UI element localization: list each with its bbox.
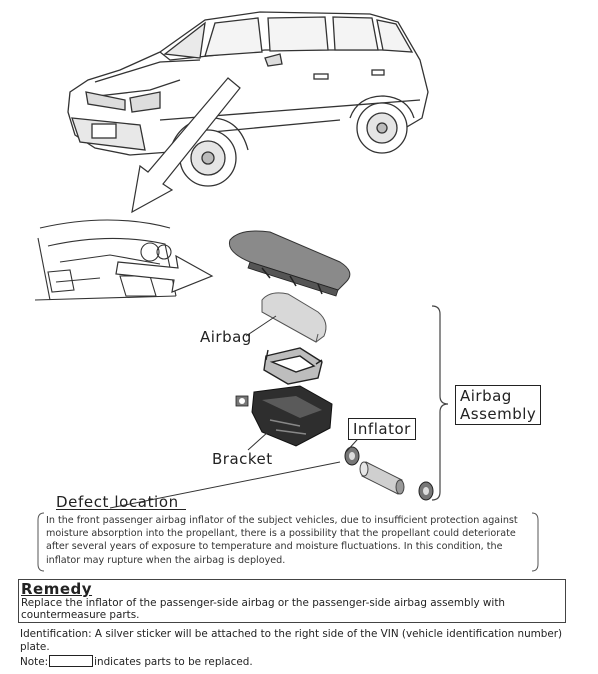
arrow-car-to-dashboard <box>131 77 241 214</box>
inflator-label: Inflator <box>348 418 416 440</box>
defect-location-title: Defect location <box>56 493 179 511</box>
note-line: Note: indicates parts to be replaced. <box>20 655 253 669</box>
airbag-cushion-illustration <box>261 292 327 343</box>
remedy-title: Remedy <box>21 580 93 598</box>
defect-title-underline <box>56 509 186 510</box>
note-prefix: Note: <box>20 656 49 668</box>
identification-text: Identification: A silver sticker will be… <box>20 628 563 653</box>
vehicle-illustration <box>67 11 429 187</box>
defect-description: In the front passenger airbag inflator o… <box>46 515 518 566</box>
retainer-illustration <box>263 347 323 385</box>
bracket-illustration <box>235 385 333 447</box>
remedy-text: Replace the inflator of the passenger-si… <box>21 597 505 621</box>
airbag-assembly-label-line2: Assembly <box>460 405 537 423</box>
remedy-box: Remedy Replace the inflator of the passe… <box>18 579 566 623</box>
airbag-cover-illustration <box>228 230 351 297</box>
airbag-assembly-label-line1: Airbag <box>460 387 512 405</box>
defect-text-brackets <box>37 512 539 572</box>
bracket-label: Bracket <box>212 450 273 468</box>
airbag-label: Airbag <box>200 328 252 346</box>
assembly-brace <box>431 305 449 501</box>
dashboard-illustration <box>34 219 177 301</box>
note-replace-box <box>49 655 94 667</box>
note-suffix: indicates parts to be replaced. <box>94 656 253 668</box>
airbag-assembly-label: Airbag Assembly <box>455 385 542 425</box>
inflator-illustration <box>344 446 434 501</box>
arrow-dashboard-to-assembly <box>115 254 214 293</box>
